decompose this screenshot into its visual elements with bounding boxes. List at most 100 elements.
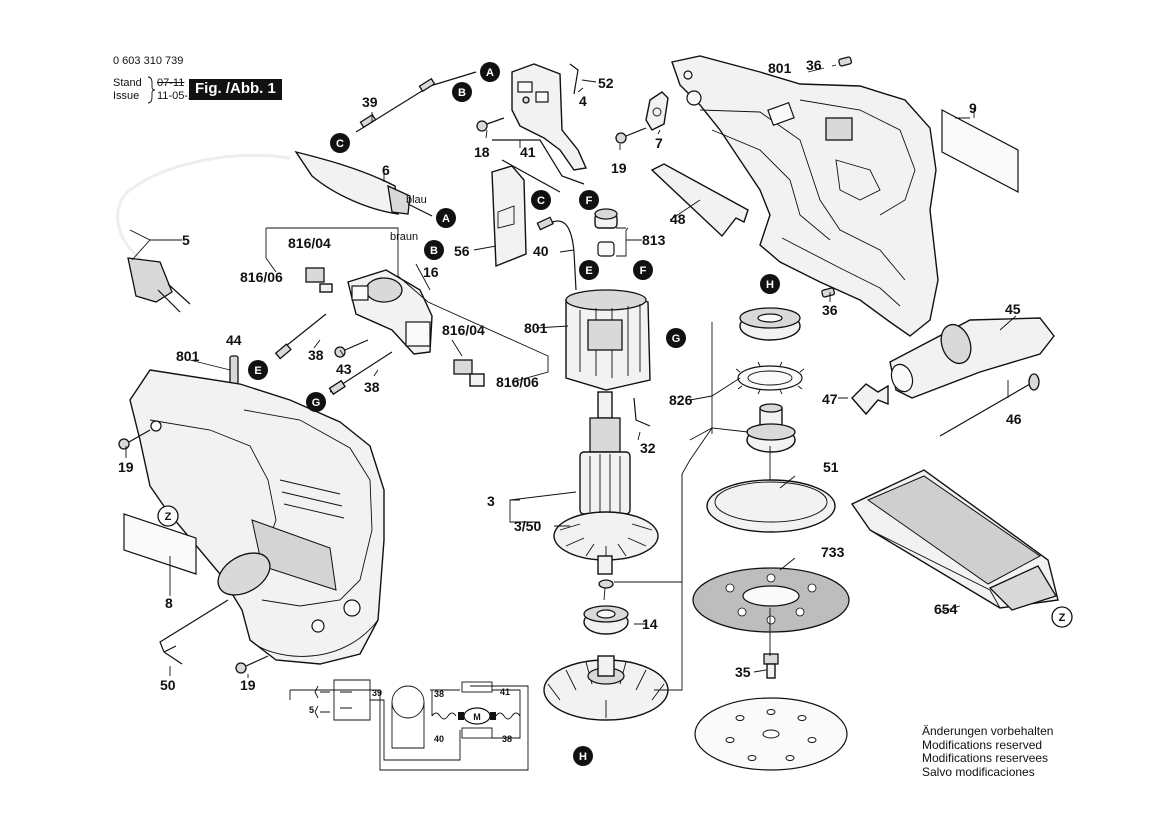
label-4: 4: [579, 93, 587, 109]
housing-half-left: [129, 369, 385, 665]
label-47: 47: [822, 391, 838, 407]
stand-label: Stand: [113, 77, 142, 89]
modification-line: Salvo modificaciones: [922, 764, 1035, 779]
label-46: 46: [1006, 411, 1022, 427]
label-35: 35: [735, 664, 751, 680]
brush-holder-16: [347, 269, 433, 355]
label-56: 56: [454, 243, 470, 259]
part-labels: 801 36 52 4 39 7 9 18 41 19 6 48 5 56 40…: [118, 57, 1022, 693]
callout-a: A: [480, 62, 500, 82]
modification-line: Modifications reserved: [922, 737, 1043, 752]
modification-line: Modifications reservees: [922, 751, 1049, 765]
label-plate-8: [123, 513, 197, 575]
label-16: 16: [423, 264, 439, 280]
hex-key-52: [569, 63, 579, 95]
label-43: 43: [336, 361, 352, 377]
switch-4: [511, 63, 588, 171]
stand-value: 07-11: [157, 77, 185, 89]
callout-f: F: [579, 190, 599, 210]
brush-816-04-bottom: [453, 359, 485, 387]
label-52: 52: [598, 75, 614, 91]
modification-line: Änderungen vorbehalten: [922, 724, 1054, 738]
label-45: 45: [1005, 301, 1021, 317]
cover-56: [491, 165, 527, 268]
label-19: 19: [611, 160, 627, 176]
label-36: 36: [822, 302, 838, 318]
label-14: 14: [642, 616, 658, 632]
svg-text:E: E: [585, 265, 592, 277]
cable-clamp-7: [645, 91, 669, 131]
svg-text:F: F: [586, 195, 593, 207]
housing-half-right: [671, 55, 939, 337]
schematic-label-41: 41: [500, 687, 510, 697]
callout-g: G: [306, 392, 326, 412]
label-32: 32: [640, 440, 656, 456]
pin-36-bottom: [821, 287, 836, 298]
label-816-06: 816/06: [240, 269, 283, 285]
label-39: 39: [362, 94, 378, 110]
svg-text:A: A: [442, 213, 450, 225]
washer-small: [598, 579, 614, 589]
power-cord-6: [116, 150, 433, 260]
wiring-schematic: [289, 679, 529, 771]
document-number: 0 603 310 739: [113, 55, 184, 67]
callout-b: B: [424, 240, 444, 260]
label-816-04: 816/04: [442, 322, 485, 338]
sanding-disc: [694, 697, 848, 771]
callout-g: G: [666, 328, 686, 348]
label-816-04: 816/04: [288, 235, 331, 251]
label-38: 38: [308, 347, 324, 363]
callout-f: F: [633, 260, 653, 280]
schematic-label-40: 40: [434, 734, 444, 744]
label-18: 18: [474, 144, 490, 160]
svg-text:A: A: [486, 67, 494, 79]
svg-text:G: G: [672, 333, 681, 345]
sanding-pad-733: [692, 567, 850, 633]
eccentric-hub: [746, 403, 796, 453]
callout-h: H: [573, 746, 593, 766]
armature-3: [553, 391, 659, 575]
wire-label-brown: braun: [390, 231, 418, 243]
svg-text:F: F: [640, 265, 647, 277]
label-40: 40: [533, 243, 549, 259]
label-19: 19: [240, 677, 256, 693]
callout-c: C: [330, 133, 350, 153]
retaining-ring: [735, 361, 805, 395]
svg-text:Z: Z: [1059, 612, 1066, 624]
label-50: 50: [160, 677, 176, 693]
modifications-notice: Änderungen vorbehalten Modifications res…: [922, 724, 1054, 779]
svg-text:B: B: [430, 245, 438, 257]
plug-5: [127, 257, 191, 313]
screw-18: [476, 117, 505, 132]
callouts: A B C C F A B E F H G E G H Z Z: [157, 62, 1073, 766]
fan-impeller: [543, 655, 669, 721]
wire-label-blue: blau: [406, 194, 427, 206]
wing-knob-47: [851, 383, 889, 416]
callout-e: E: [579, 260, 599, 280]
label-654: 654: [934, 601, 958, 617]
callout-z: Z: [157, 505, 179, 527]
side-handle-45: [889, 317, 1055, 399]
brake-ring-51: [706, 479, 836, 533]
brush-816-04-top: [305, 267, 333, 293]
label-3-50: 3/50: [514, 518, 541, 534]
callout-a: A: [436, 208, 456, 228]
label-816-06: 816/06: [496, 374, 539, 390]
label-3: 3: [487, 493, 495, 509]
callout-b: B: [452, 82, 472, 102]
label-19: 19: [118, 459, 134, 475]
callout-c: C: [531, 190, 551, 210]
screw-43: [334, 339, 369, 358]
screw-19-bottom: [235, 655, 269, 674]
label-6: 6: [382, 162, 390, 178]
label-801: 801: [768, 60, 792, 76]
wire-41: [492, 139, 585, 193]
label-813: 813: [642, 232, 666, 248]
bolt-46: [939, 373, 1040, 437]
svg-text:C: C: [537, 195, 545, 207]
schematic-label-39: 39: [372, 688, 382, 698]
hex-key-50: [159, 599, 229, 665]
wire-32: [633, 397, 651, 427]
field-stator-801: [565, 289, 651, 391]
